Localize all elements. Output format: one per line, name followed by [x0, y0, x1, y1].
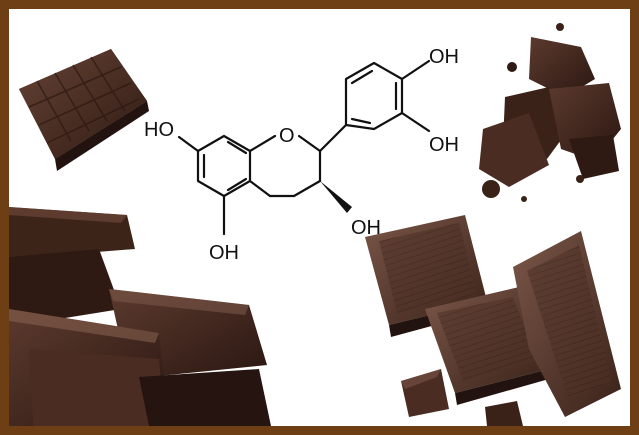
chocolate-bar-top-left [19, 49, 149, 171]
chocolate-pieces-left [9, 207, 271, 426]
label-oh-top-right: OH [429, 46, 459, 68]
label-ho-left: HO [144, 119, 174, 141]
chocolate-chunks-top-right [479, 23, 621, 202]
chocolate-catechin-scene: HO OH OH O OH OH [9, 23, 621, 426]
label-oh-mid-right: OH [429, 134, 459, 156]
label-ring-oxygen: O [279, 125, 295, 147]
label-oh-bottom: OH [209, 242, 239, 264]
label-oh-center: OH [351, 217, 381, 239]
chocolate-squares-bottom-right [365, 215, 621, 426]
catechin-molecule [177, 59, 431, 236]
